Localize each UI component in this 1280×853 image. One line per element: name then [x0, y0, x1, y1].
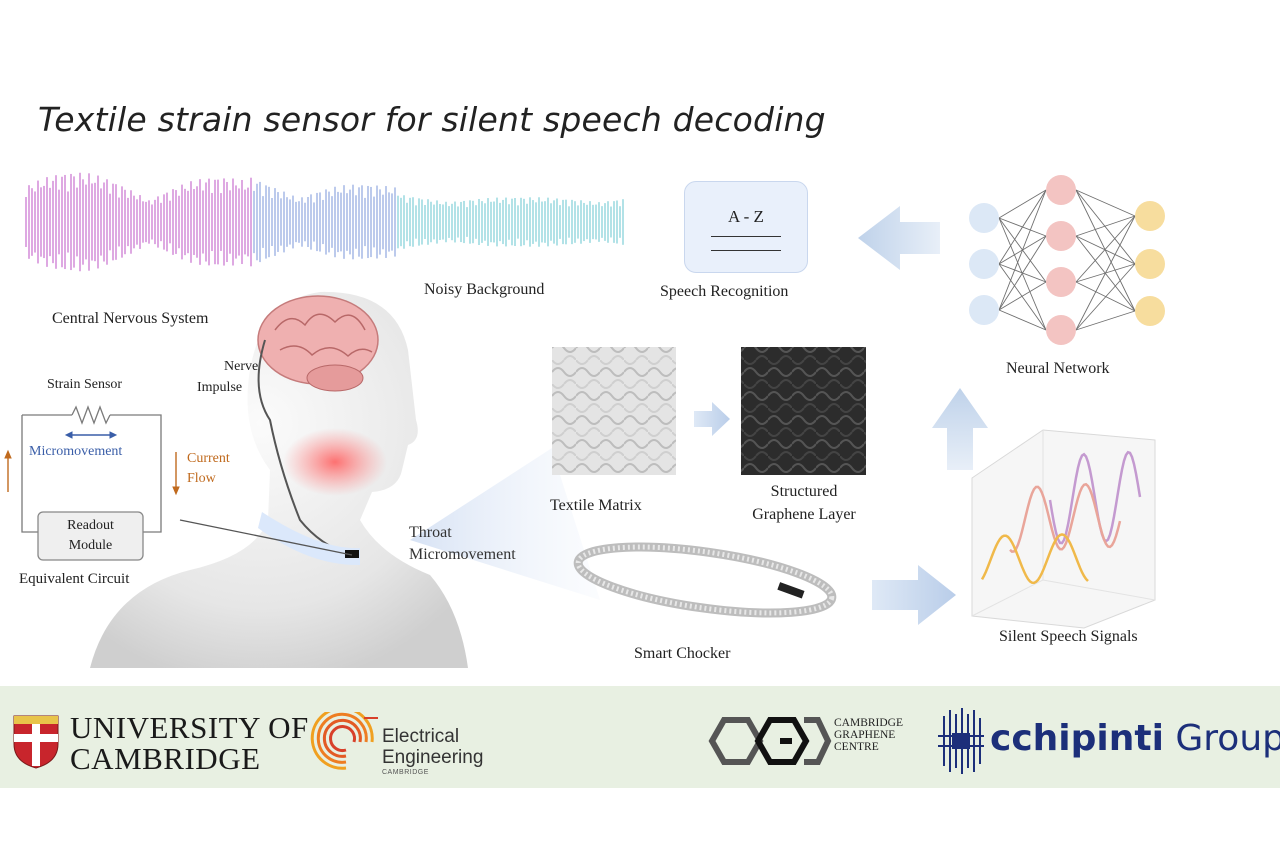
cg-bold: cchipinti — [990, 718, 1164, 759]
ee-line3: CAMBRIDGE — [382, 769, 429, 776]
micromovement-label: Micromovement — [29, 444, 123, 459]
strain-sensor-label: Strain Sensor — [47, 377, 123, 392]
human-head-illustration — [90, 291, 468, 668]
arrow-right-large — [872, 565, 956, 625]
smart-chocker-label: Smart Chocker — [634, 645, 731, 662]
text-line — [711, 250, 781, 251]
diagram-title: Textile strain sensor for silent speech … — [38, 100, 826, 139]
text-line — [711, 236, 781, 237]
impulse-label: Impulse — [197, 380, 243, 395]
az-label: A - Z — [728, 207, 764, 226]
cambridge-logo-text: UNIVERSITY OF CAMBRIDGE — [70, 712, 309, 774]
module-label: Module — [68, 538, 113, 553]
noisy-background-label: Noisy Background — [424, 281, 545, 298]
cgc-line1: CAMBRIDGE — [834, 717, 904, 729]
chip-logo-icon — [938, 708, 984, 774]
silent-speech-plot — [971, 429, 1156, 629]
ee-line1: Electrical — [382, 726, 460, 747]
arrow-up — [932, 388, 988, 470]
electrical-engineering-logo-icon — [310, 712, 378, 770]
projection-beam — [410, 448, 600, 600]
graphene-centre-logo-icon — [708, 717, 832, 765]
diagram-graphics — [4, 172, 1165, 668]
ee-line2: Engineering — [382, 747, 484, 768]
equivalent-circuit — [21, 405, 353, 561]
current-flow-arrows — [4, 449, 180, 496]
neural-network-label: Neural Network — [1006, 360, 1110, 377]
noisy-waveform — [25, 172, 624, 272]
cambridge-line1: UNIVERSITY OF — [70, 710, 309, 745]
cg-rest: Group — [1163, 718, 1280, 759]
throat-label: Throat — [409, 524, 452, 541]
electrical-engineering-logo-text: Electrical Engineering CAMBRIDGE — [382, 726, 483, 778]
neural-network-graph — [969, 175, 1165, 345]
micromovement-arrow — [64, 431, 118, 439]
graphene-layer-image — [741, 347, 866, 475]
cgc-line2: GRAPHENE — [834, 729, 896, 741]
nerve-label: Nerve — [224, 359, 259, 374]
current-label: Current — [187, 451, 230, 466]
speech-recognition-label: Speech Recognition — [660, 283, 789, 300]
structured-label: Structured — [770, 483, 838, 500]
graphene-centre-logo-text: CAMBRIDGE GRAPHENE CENTRE — [834, 717, 903, 753]
smart-chocker-image — [573, 542, 837, 618]
cambridge-line2: CAMBRIDGE — [70, 741, 261, 776]
chipinti-group-logo-text: cchipinti Group — [990, 718, 1280, 759]
equivalent-circuit-label: Equivalent Circuit — [19, 571, 130, 587]
throat-micromovement-label: Micromovement — [409, 546, 516, 563]
cns-label: Central Nervous System — [52, 310, 209, 327]
flow-label: Flow — [187, 471, 216, 486]
readout-label: Readout — [67, 518, 114, 533]
silent-speech-signals-label: Silent Speech Signals — [999, 628, 1138, 645]
speech-recognition-box: A - Z — [684, 181, 808, 273]
logo-footer — [0, 686, 1280, 788]
graphene-layer-label: Graphene Layer — [752, 506, 856, 523]
cambridge-shield-icon — [13, 715, 59, 769]
cgc-line3: CENTRE — [834, 741, 879, 753]
arrow-left — [858, 206, 940, 270]
textile-matrix-image — [552, 347, 676, 475]
textile-matrix-label: Textile Matrix — [550, 497, 642, 514]
arrow-right-small — [694, 402, 730, 436]
